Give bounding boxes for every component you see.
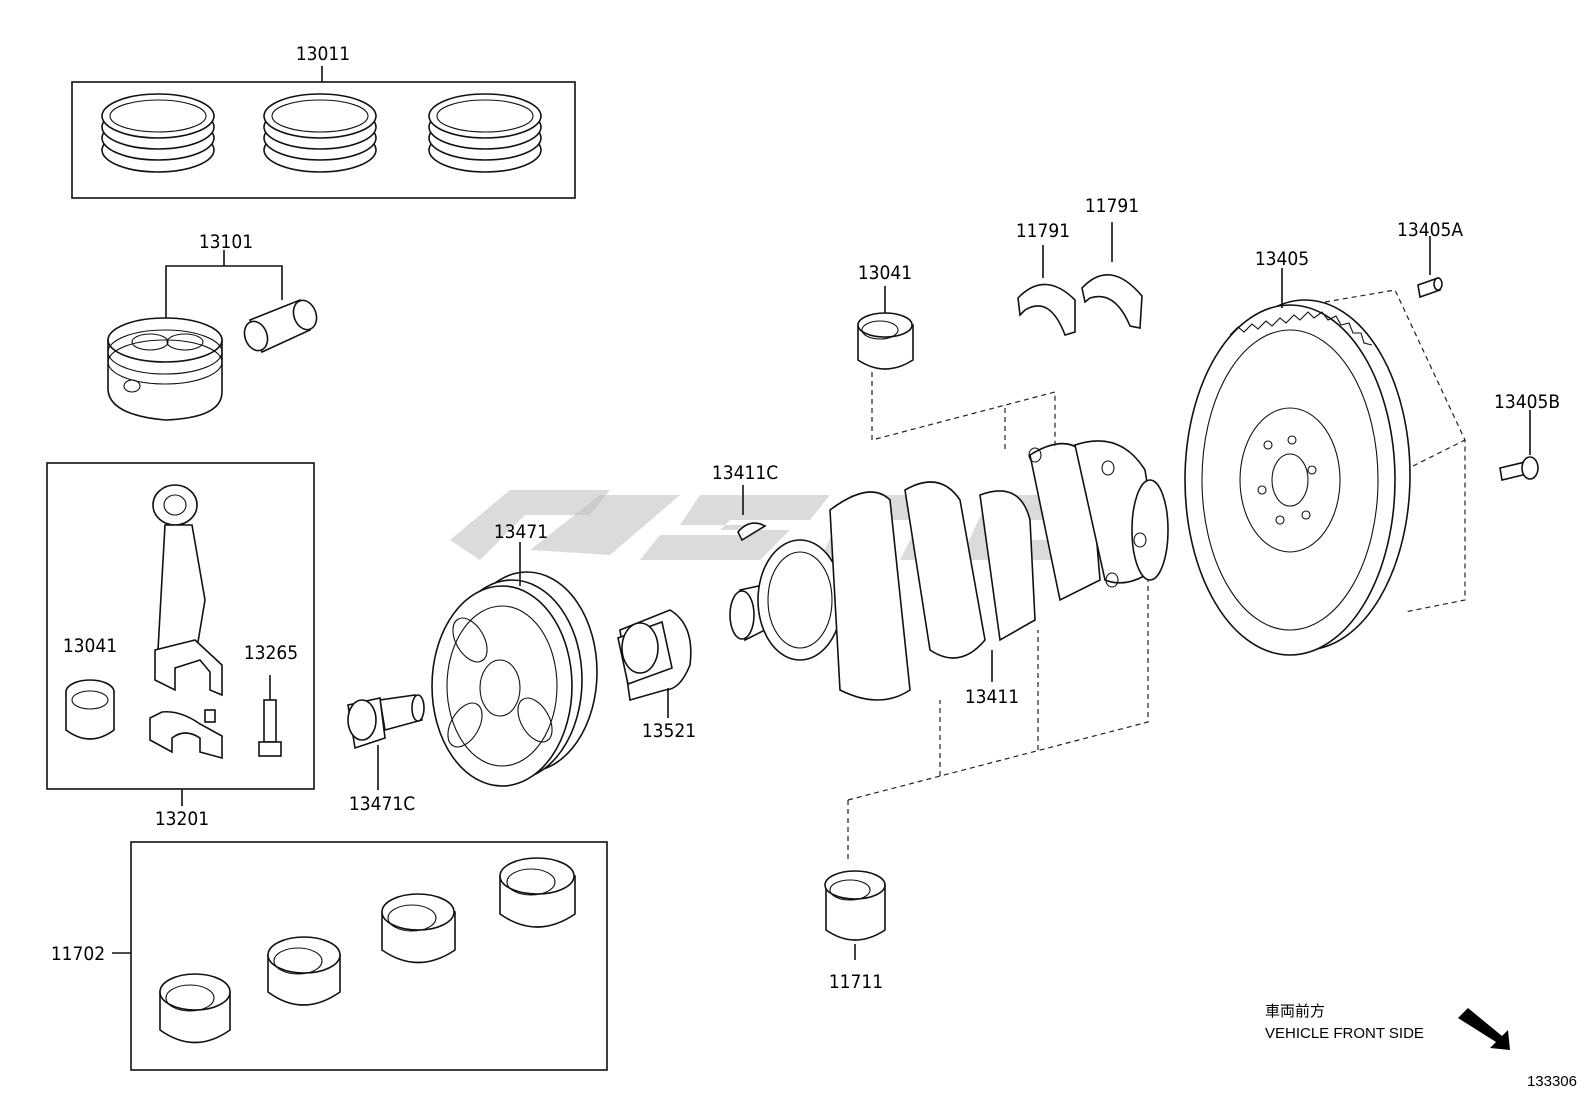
bearing-3 xyxy=(381,893,456,964)
label-13041-main[interactable]: 13041 xyxy=(858,262,912,284)
label-13041-rod[interactable]: 13041 xyxy=(63,635,117,657)
label-13101[interactable]: 13101 xyxy=(199,231,253,253)
crankshaft-pulley[interactable] xyxy=(431,542,598,787)
ring-1 xyxy=(101,93,215,173)
label-13405b[interactable]: 13405B xyxy=(1494,391,1560,413)
label-13265[interactable]: 13265 xyxy=(244,642,298,664)
con-rod xyxy=(152,484,223,697)
vehicle-front-arrow-icon xyxy=(1458,1008,1510,1050)
bearing-4 xyxy=(499,857,576,928)
piston-pin xyxy=(243,298,318,354)
con-rod-bolt-13265 xyxy=(258,675,282,757)
label-13405[interactable]: 13405 xyxy=(1255,248,1309,270)
piston-with-pin[interactable] xyxy=(107,250,320,421)
flywheel-bolt[interactable] xyxy=(1499,410,1539,481)
label-13405a[interactable]: 13405A xyxy=(1397,219,1463,241)
label-11711[interactable]: 11711 xyxy=(829,971,883,993)
crankshaft-bearing-set[interactable] xyxy=(112,841,608,1071)
piston-ring-set[interactable] xyxy=(71,66,576,199)
label-13521[interactable]: 13521 xyxy=(642,720,696,742)
label-13201[interactable]: 13201 xyxy=(155,808,209,830)
thrust-bearing-upper[interactable] xyxy=(857,286,914,370)
vehicle-front-label-jp: 車両前方 xyxy=(1265,1003,1325,1020)
crank-sprocket[interactable] xyxy=(617,609,692,718)
label-13411[interactable]: 13411 xyxy=(965,686,1019,708)
connecting-rod-assembly[interactable] xyxy=(46,462,315,806)
woodruff-key[interactable] xyxy=(737,485,767,542)
label-13471c[interactable]: 13471C xyxy=(349,793,415,815)
thrust-bearing-lower[interactable] xyxy=(824,870,886,960)
label-13471[interactable]: 13471 xyxy=(494,521,548,543)
label-11791-b[interactable]: 11791 xyxy=(1085,195,1139,217)
vehicle-front-label-en: VEHICLE FRONT SIDE xyxy=(1265,1025,1424,1042)
diagram-id: 133306 xyxy=(1527,1073,1577,1090)
bearing-2 xyxy=(267,936,341,1006)
con-rod-bearing-13041 xyxy=(65,679,115,740)
pulley-bolt[interactable] xyxy=(347,694,425,790)
bearing-1 xyxy=(159,973,231,1044)
ring-2 xyxy=(263,93,377,173)
thrust-washer-2[interactable] xyxy=(1081,222,1143,329)
label-11702[interactable]: 11702 xyxy=(51,943,105,965)
crankshaft[interactable] xyxy=(729,440,1169,701)
pin xyxy=(204,709,216,723)
assembly-guide-lines xyxy=(847,289,1466,860)
thrust-washer-1[interactable] xyxy=(1017,245,1076,336)
label-13011[interactable]: 13011 xyxy=(296,43,350,65)
flywheel[interactable] xyxy=(1184,268,1411,656)
ring-3 xyxy=(428,93,542,173)
flywheel-dowel[interactable] xyxy=(1417,236,1443,299)
con-rod-cap xyxy=(149,710,223,760)
label-11791-a[interactable]: 11791 xyxy=(1016,220,1070,242)
label-13411c[interactable]: 13411C xyxy=(712,462,778,484)
